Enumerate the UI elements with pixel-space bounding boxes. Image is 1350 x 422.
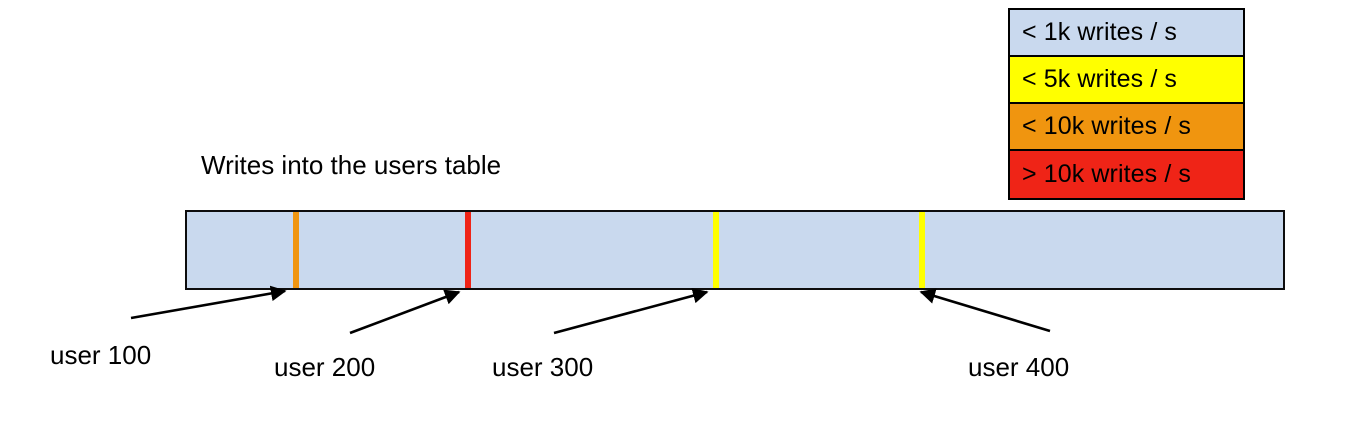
label-user-100: user 100	[50, 340, 152, 370]
user-300-marker	[713, 212, 719, 288]
arrow-user-400	[919, 288, 1051, 333]
user-100-marker	[293, 212, 299, 288]
label-user-400: user 400	[968, 352, 1070, 382]
legend-row-under-10k: < 10k writes / s	[1010, 104, 1243, 151]
legend-row-under-5k: < 5k writes / s	[1010, 57, 1243, 104]
user-400-marker	[919, 212, 925, 288]
legend: < 1k writes / s < 5k writes / s < 10k wr…	[1008, 8, 1245, 200]
legend-row-under-1k: < 1k writes / s	[1010, 10, 1243, 57]
label-user-300: user 300	[492, 352, 594, 382]
user-200-marker	[465, 212, 471, 288]
chart-title: Writes into the users table	[201, 150, 502, 180]
legend-label-under-10k: < 10k writes / s	[1022, 112, 1192, 140]
arrow-user-200	[349, 289, 461, 335]
arrow-user-300	[553, 288, 709, 335]
legend-label-over-10k: > 10k writes / s	[1022, 160, 1192, 188]
users-table-bar	[185, 210, 1285, 290]
legend-label-under-1k: < 1k writes / s	[1022, 18, 1178, 46]
legend-label-under-5k: < 5k writes / s	[1022, 65, 1178, 93]
label-user-200: user 200	[274, 352, 376, 382]
legend-row-over-10k: > 10k writes / s	[1010, 151, 1243, 198]
arrow-user-100	[130, 285, 287, 320]
